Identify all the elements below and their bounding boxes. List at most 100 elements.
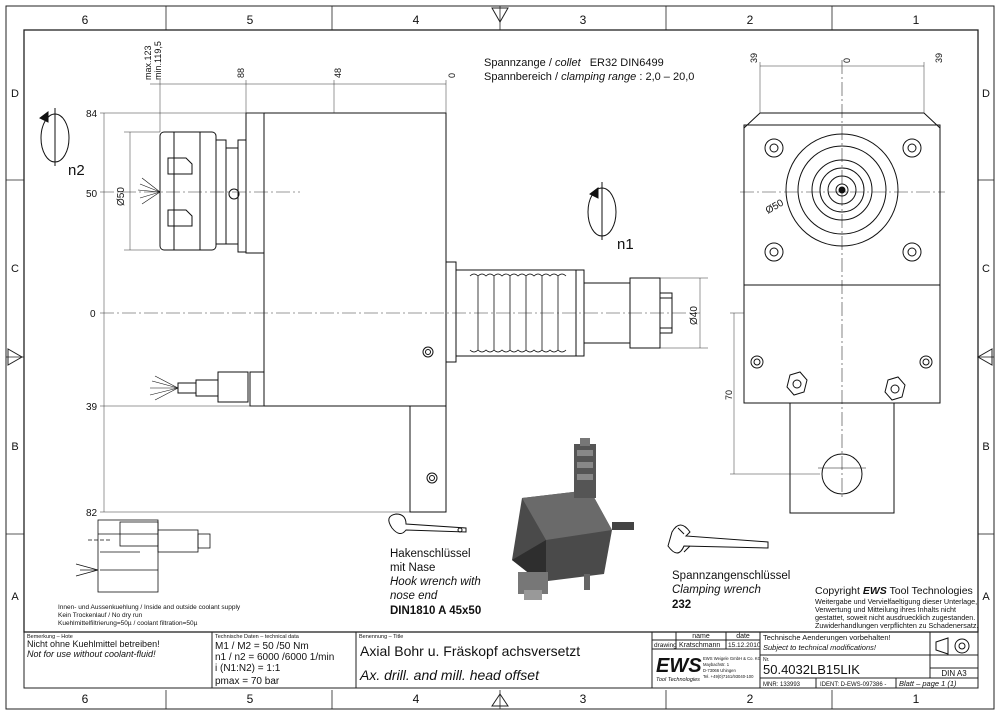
row-drawing: drawing [654, 642, 677, 649]
coolant-note-3: Kuehlmittelfiltrierung=50µ / coolant fil… [58, 620, 198, 627]
front-dim-right39: 39 [934, 53, 944, 63]
copyright-line1: Copyright EWS Tool Technologies [815, 585, 973, 597]
address-4: Tel. +49(0)7161/93040-100 [703, 674, 754, 679]
zone-col-1-bottom: 1 [913, 692, 920, 706]
zone-col-1-top: 1 [913, 13, 920, 27]
ident: IDENT: D-EWS-097386 - [820, 682, 886, 688]
zone-col-3-bottom: 3 [580, 692, 587, 706]
hook-wrench-de1: Hakenschlüssel [390, 548, 471, 560]
drawn-by: Kratschmann [679, 642, 720, 649]
dim-dia40: Ø40 [689, 306, 700, 325]
dim-dia50-side: Ø50 [116, 187, 127, 206]
remark-label: Bemerkung – Hote [27, 634, 73, 640]
front-dim-70: 70 [724, 390, 734, 400]
dim-y39: 39 [86, 402, 98, 413]
inner-frame [23, 29, 979, 633]
remark-en: Not for use without coolant-fluid! [27, 649, 156, 659]
hook-wrench-en1: Hook wrench with [390, 576, 481, 588]
copyright-line4: gestattet, soweit nicht ausdruecklich zu… [815, 613, 975, 622]
changes-en: Subject to technical modifications! [763, 643, 877, 652]
center-arrows [7, 7, 993, 707]
collet-wrench-drawing [667, 524, 769, 554]
address-1: EWS Weigele GmbH & Co. KG [703, 656, 761, 661]
zone-col-2-top: 2 [747, 13, 754, 27]
copyright-line5: Zuwiderhandlungen verpflichten zu Schade… [815, 621, 978, 630]
changes-de: Technische Aenderungen vorbehalten! [763, 633, 891, 642]
title-label: Benennung – Title [359, 634, 403, 640]
zone-row-A-left: A [11, 591, 19, 603]
rotation-n2-symbol [39, 108, 70, 166]
collet-wrench-en: Clamping wrench [672, 584, 761, 596]
center-lines [100, 60, 945, 500]
zone-col-3-top: 3 [580, 13, 587, 27]
product-render [512, 438, 634, 600]
nr-label: Nr. [763, 657, 769, 663]
zone-row-D-left: D [11, 88, 19, 100]
tech-p: pmax = 70 bar [215, 676, 280, 687]
hook-wrench-de2: mit Nase [390, 562, 435, 574]
copyright-line3: Verwertung und Mitteilung ihres Inhalts … [815, 605, 956, 614]
dim-0-side: 0 [447, 73, 457, 78]
dim-min: min.119,5 [153, 41, 163, 80]
zone-row-C-right: C [982, 263, 990, 275]
zone-col-6-top: 6 [82, 13, 89, 27]
hook-wrench-spec: DIN1810 A 45x50 [390, 605, 481, 617]
extension-lines [100, 80, 708, 513]
front-bolts [750, 138, 933, 401]
zone-col-5-top: 5 [247, 13, 254, 27]
schematic-diagram [75, 519, 211, 593]
collet-spec-line2: Spannbereich / clamping range : 2,0 – 20… [484, 71, 694, 83]
dim-max: max.123 [143, 45, 153, 80]
col-date: date [736, 633, 750, 640]
dim-y50: 50 [86, 189, 98, 200]
drawn-date: 15.12.2010 [728, 642, 761, 649]
zone-col-4-bottom: 4 [413, 692, 420, 706]
rotation-n1-symbol [587, 182, 617, 240]
title-de: Axial Bohr u. Fräskopf achsversetzt [360, 643, 580, 659]
address-3: D-73066 Uhingen [703, 668, 736, 673]
collet-spec-line1: Spannzange / collet ER32 DIN6499 [484, 57, 664, 69]
address-2: Maybachstr. 1 [703, 662, 730, 667]
dim-y0: 0 [90, 309, 96, 320]
zone-col-6-bottom: 6 [82, 692, 89, 706]
hook-wrench-en2: nose end [390, 590, 438, 602]
zone-row-A-right: A [982, 591, 990, 603]
remark-de: Nicht ohne Kuehlmittel betreiben! [27, 639, 160, 649]
tech-n: n1 / n2 = 6000 /6000 1/min [215, 652, 334, 663]
rotation-n1-label: n1 [617, 236, 634, 253]
zone-col-5-bottom: 5 [247, 692, 254, 706]
front-extension-lines [730, 62, 925, 475]
projection-symbol-icon [935, 637, 970, 655]
front-dim-left39: 39 [749, 53, 759, 63]
front-dim-zero: 0 [842, 58, 852, 63]
front-dim-dia50: Ø50 [764, 197, 786, 216]
col-name: name [692, 633, 710, 640]
collet-wrench-spec: 232 [672, 599, 691, 611]
hook-wrench-drawing [388, 513, 467, 534]
tech-label: Technische Daten – technical data [215, 634, 300, 640]
zone-row-C-left: C [11, 263, 19, 275]
zone-row-D-right: D [982, 88, 990, 100]
coolant-note-2: Kein Trockenlauf / No dry run [58, 612, 143, 619]
collet-wrench-de: Spannzangenschlüssel [672, 570, 790, 582]
zone-row-B-left: B [11, 441, 18, 453]
mnr: MNR: 133993 [763, 682, 801, 688]
tech-m: M1 / M2 = 50 /50 Nm [215, 641, 309, 652]
ews-logo-sub: Tool Technologies [656, 677, 700, 683]
coolant-spray [137, 177, 179, 401]
dim-88: 88 [236, 68, 246, 78]
part-number: 50.4032LB15LIK [763, 662, 860, 677]
dim-48: 48 [333, 68, 343, 78]
format: DIN A3 [941, 669, 967, 678]
dim-y84: 84 [86, 109, 98, 120]
dim-y82: 82 [86, 508, 98, 519]
zone-ticks [6, 6, 994, 709]
zone-col-2-bottom: 2 [747, 692, 754, 706]
title-en: Ax. drill. and mill. head offset [359, 667, 540, 683]
coolant-note-1: Innen- und Aussenkuehlung / Inside and o… [58, 604, 241, 611]
copyright-line2: Weitergabe und Vervielfaeltigung dieser … [815, 597, 977, 606]
title-block-grid [23, 631, 979, 689]
zone-col-4-top: 4 [413, 13, 420, 27]
rotation-n2-label: n2 [68, 162, 85, 179]
